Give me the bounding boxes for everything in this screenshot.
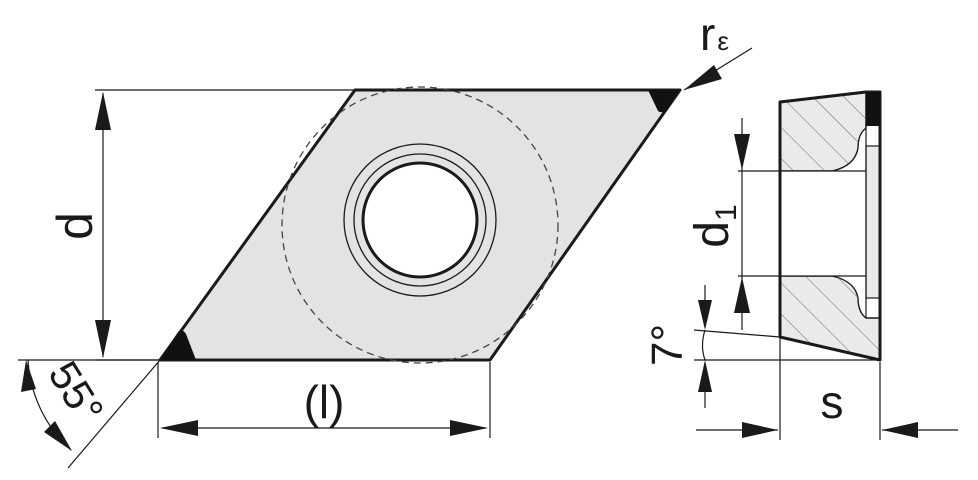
dimension-d-arrow-top (95, 92, 111, 130)
section-bore (780, 171, 880, 276)
dimension-l-arrow-left (160, 420, 198, 436)
angle-arrow-top (21, 360, 36, 392)
label-d1: d1 (686, 204, 743, 247)
cutting-tip-bottom-left (160, 330, 196, 360)
cutting-tip-top-right (648, 90, 680, 113)
inscribed-circle (281, 86, 559, 364)
label-l: (l) (304, 376, 345, 428)
dimension-l-arrow-right (450, 420, 488, 436)
label-s: s (821, 376, 844, 428)
label-radius: rε (700, 8, 729, 60)
label-d1-sub: 1 (710, 204, 743, 221)
label-d1-main: d (686, 221, 739, 248)
dimension-s-arrow-right (882, 422, 918, 438)
label-55: 55° (40, 353, 114, 432)
angle-7-arrow-top (698, 300, 712, 330)
front-view (158, 86, 682, 364)
dimension-s-arrow-left (742, 422, 778, 438)
radius-arrow (684, 65, 722, 90)
angle-arrow-bottom (44, 421, 72, 451)
label-d: d (47, 212, 103, 240)
label-7: 7° (643, 324, 692, 366)
label-radius-sub: ε (717, 26, 729, 56)
section-outline (778, 90, 882, 362)
side-cutting-tip (866, 92, 880, 126)
angle-7-arrow-bottom (698, 360, 712, 392)
dimension-d-arrow-bottom (95, 320, 111, 358)
dimension-l (157, 362, 491, 438)
dimension-d1-arrow-top (734, 134, 750, 170)
label-radius-main: r (700, 8, 715, 60)
side-view (778, 90, 882, 362)
hole-bore (361, 161, 479, 279)
dimension-d1-arrow-bottom (734, 277, 750, 313)
